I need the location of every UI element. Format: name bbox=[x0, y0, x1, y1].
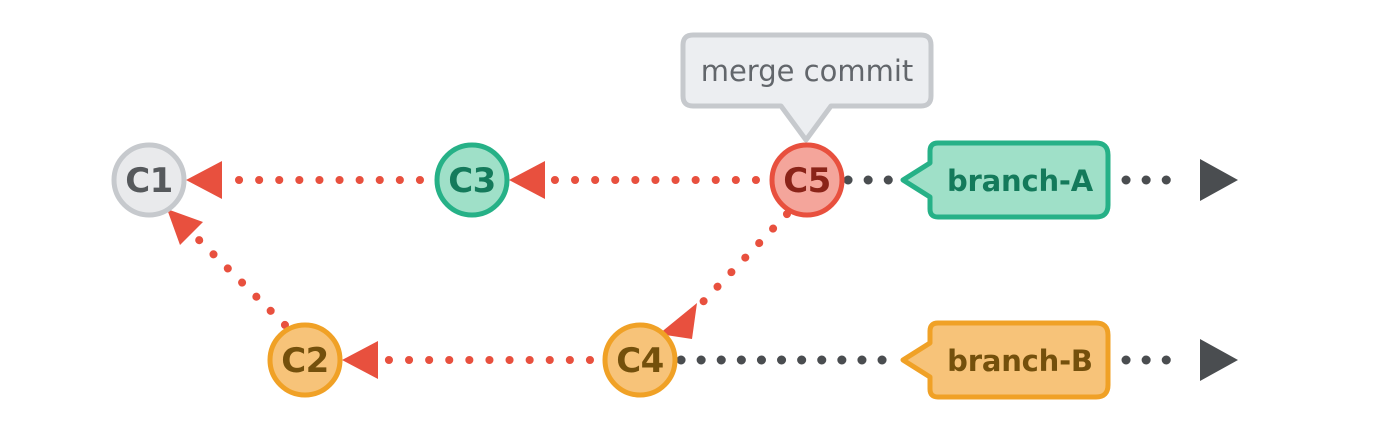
commit-label-c4: C4 bbox=[616, 341, 664, 381]
commit-label-c2: C2 bbox=[281, 341, 329, 381]
commit-node-c4[interactable]: C4 bbox=[602, 322, 678, 398]
tooltip-bubble-shape bbox=[680, 32, 934, 143]
forward-arrow-branch-a bbox=[1200, 159, 1238, 201]
commit-node-c2[interactable]: C2 bbox=[267, 322, 343, 398]
arrowhead-to-c1 bbox=[186, 161, 222, 199]
commit-circle-c1[interactable] bbox=[111, 142, 187, 218]
parent-link-c3-to-c1 bbox=[186, 161, 424, 199]
commit-label-c5: C5 bbox=[783, 161, 831, 201]
commit-label-c3: C3 bbox=[448, 161, 496, 201]
forward-arrow-branch-b bbox=[1200, 339, 1238, 381]
commit-circle-c3[interactable] bbox=[434, 142, 510, 218]
branch-a-trailing-track bbox=[1121, 159, 1238, 201]
tooltip-text: merge commit bbox=[701, 54, 914, 88]
branch-tag-shape-b[interactable] bbox=[900, 320, 1111, 400]
dotted-line-c2-c1 bbox=[193, 234, 289, 329]
commit-circle-c4[interactable] bbox=[602, 322, 678, 398]
commit-node-c3[interactable]: C3 bbox=[434, 142, 510, 218]
commit-circle-c5[interactable] bbox=[769, 142, 845, 218]
arrowhead-to-c2 bbox=[342, 341, 378, 379]
branch-tag-shape-a[interactable] bbox=[900, 140, 1111, 220]
arrowhead-to-c1-from-c2 bbox=[167, 209, 203, 245]
dotted-line-c5-c4 bbox=[696, 210, 791, 309]
branch-tag-label-a: branch-A bbox=[947, 164, 1094, 198]
arrowhead-to-c3 bbox=[509, 161, 545, 199]
parent-link-c5-to-c4 bbox=[659, 210, 791, 339]
parent-link-c5-to-c3 bbox=[509, 161, 760, 199]
commit-node-c1[interactable]: C1 bbox=[111, 142, 187, 218]
branch-tag-branch-a[interactable]: branch-A bbox=[900, 140, 1111, 220]
commit-circle-c2[interactable] bbox=[267, 322, 343, 398]
branch-b-trailing-track bbox=[1121, 339, 1238, 381]
commit-node-c5[interactable]: C5 bbox=[769, 142, 845, 218]
branch-tag-label-b: branch-B bbox=[947, 344, 1093, 378]
branch-tag-branch-b[interactable]: branch-B bbox=[900, 320, 1111, 400]
merge-commit-tooltip: merge commit bbox=[680, 32, 934, 143]
commit-label-c1: C1 bbox=[125, 161, 173, 201]
parent-link-c4-to-c2 bbox=[342, 341, 594, 379]
parent-link-c2-to-c1 bbox=[167, 209, 289, 329]
arrowhead-to-c4 bbox=[659, 303, 697, 339]
